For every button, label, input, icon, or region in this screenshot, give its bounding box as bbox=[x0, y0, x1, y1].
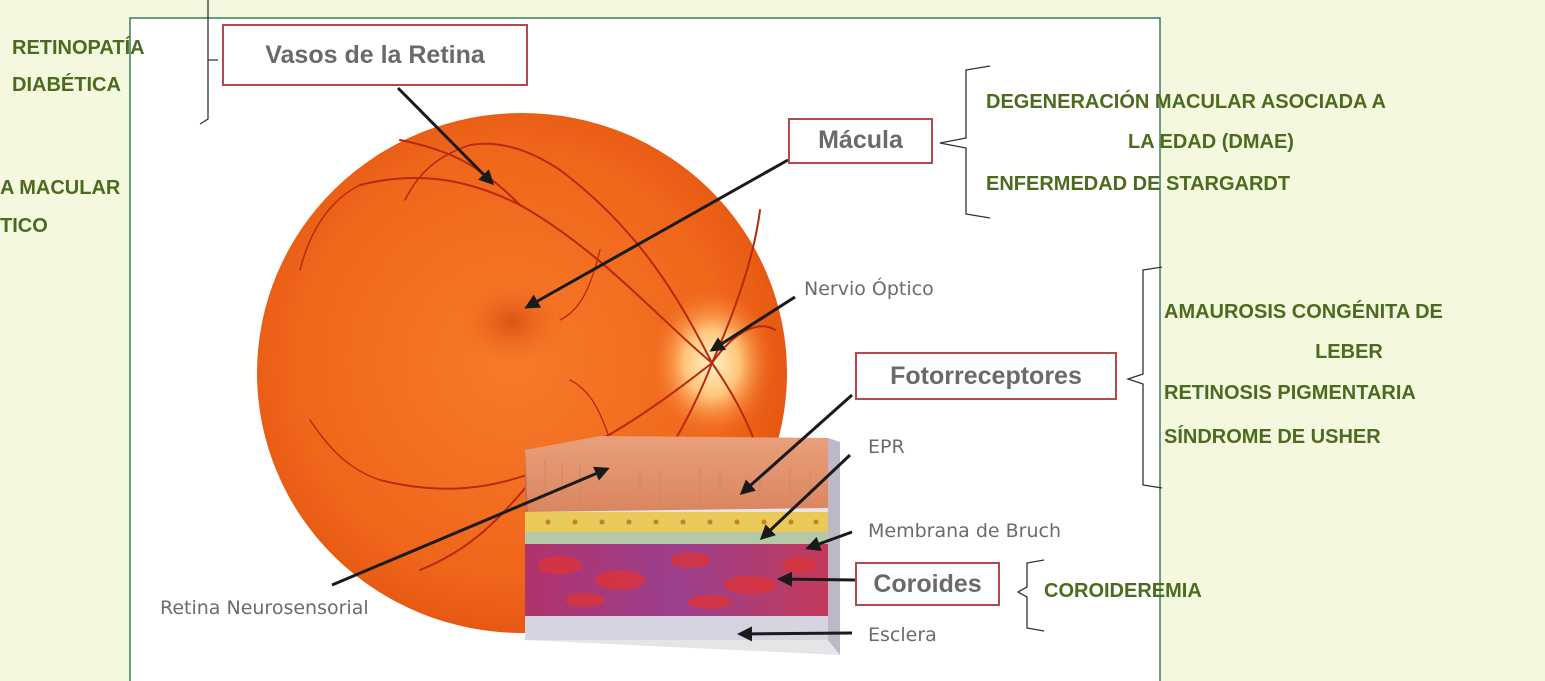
disease-label-stargardt: ENFERMEDAD DE STARGARDT bbox=[986, 171, 1290, 198]
disease-label-partial-2: TICO bbox=[0, 213, 48, 240]
label-fotorreceptores: Fotorreceptores bbox=[855, 352, 1117, 400]
disease-label-leber: LEBER bbox=[1164, 339, 1534, 366]
label-epr: EPR bbox=[868, 436, 905, 458]
disease-label-dmae-2: LA EDAD (DMAE) bbox=[986, 129, 1436, 156]
label-coroides: Coroides bbox=[855, 562, 1000, 606]
label-membrana-bruch: Membrana de Bruch bbox=[868, 520, 1061, 542]
label-retina-neurosensorial: Retina Neurosensorial bbox=[160, 597, 369, 619]
disease-label-coroideremia: COROIDEREMIA bbox=[1044, 578, 1202, 605]
retina-layer-block bbox=[525, 436, 840, 655]
disease-label-usher: SÍNDROME DE USHER bbox=[1164, 424, 1381, 451]
disease-label-amaurosis: AMAUROSIS CONGÉNITA DE bbox=[1164, 299, 1443, 326]
disease-label-diabetica: DIABÉTICA bbox=[12, 72, 121, 99]
label-macula: Mácula bbox=[788, 118, 933, 164]
disease-label-retinosis: RETINOSIS PIGMENTARIA bbox=[1164, 380, 1416, 407]
label-nervio-optico: Nervio Óptico bbox=[804, 278, 934, 300]
disease-label-partial-1: A MACULAR bbox=[0, 175, 120, 202]
label-vasos-retina: Vasos de la Retina bbox=[222, 24, 528, 86]
disease-label-dmae-1: DEGENERACIÓN MACULAR ASOCIADA A bbox=[986, 89, 1386, 116]
label-esclera: Esclera bbox=[868, 624, 937, 646]
disease-label-retinopatia: RETINOPATÍA bbox=[12, 35, 145, 62]
